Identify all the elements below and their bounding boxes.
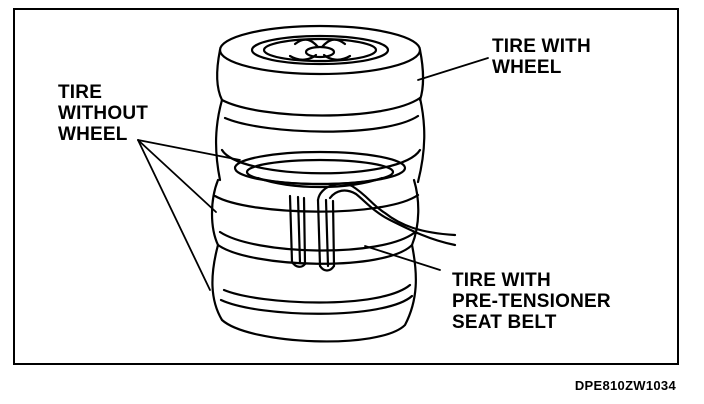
wheel-icon — [216, 24, 425, 117]
tire-without-wheel — [214, 96, 426, 189]
leader-lines — [137, 57, 489, 291]
figure-code: DPE810ZW1034 — [574, 378, 676, 393]
label-tire-without-wheel: TIRE WITHOUT WHEEL — [58, 82, 149, 145]
pretensioner-tire — [210, 178, 457, 272]
label-tire-with-pretensioner: TIRE WITH PRE-TENSIONER SEAT BELT — [452, 270, 611, 333]
bottom-tire — [211, 243, 417, 343]
figure-border — [13, 8, 679, 365]
label-tire-with-wheel: TIRE WITH WHEEL — [492, 36, 591, 78]
